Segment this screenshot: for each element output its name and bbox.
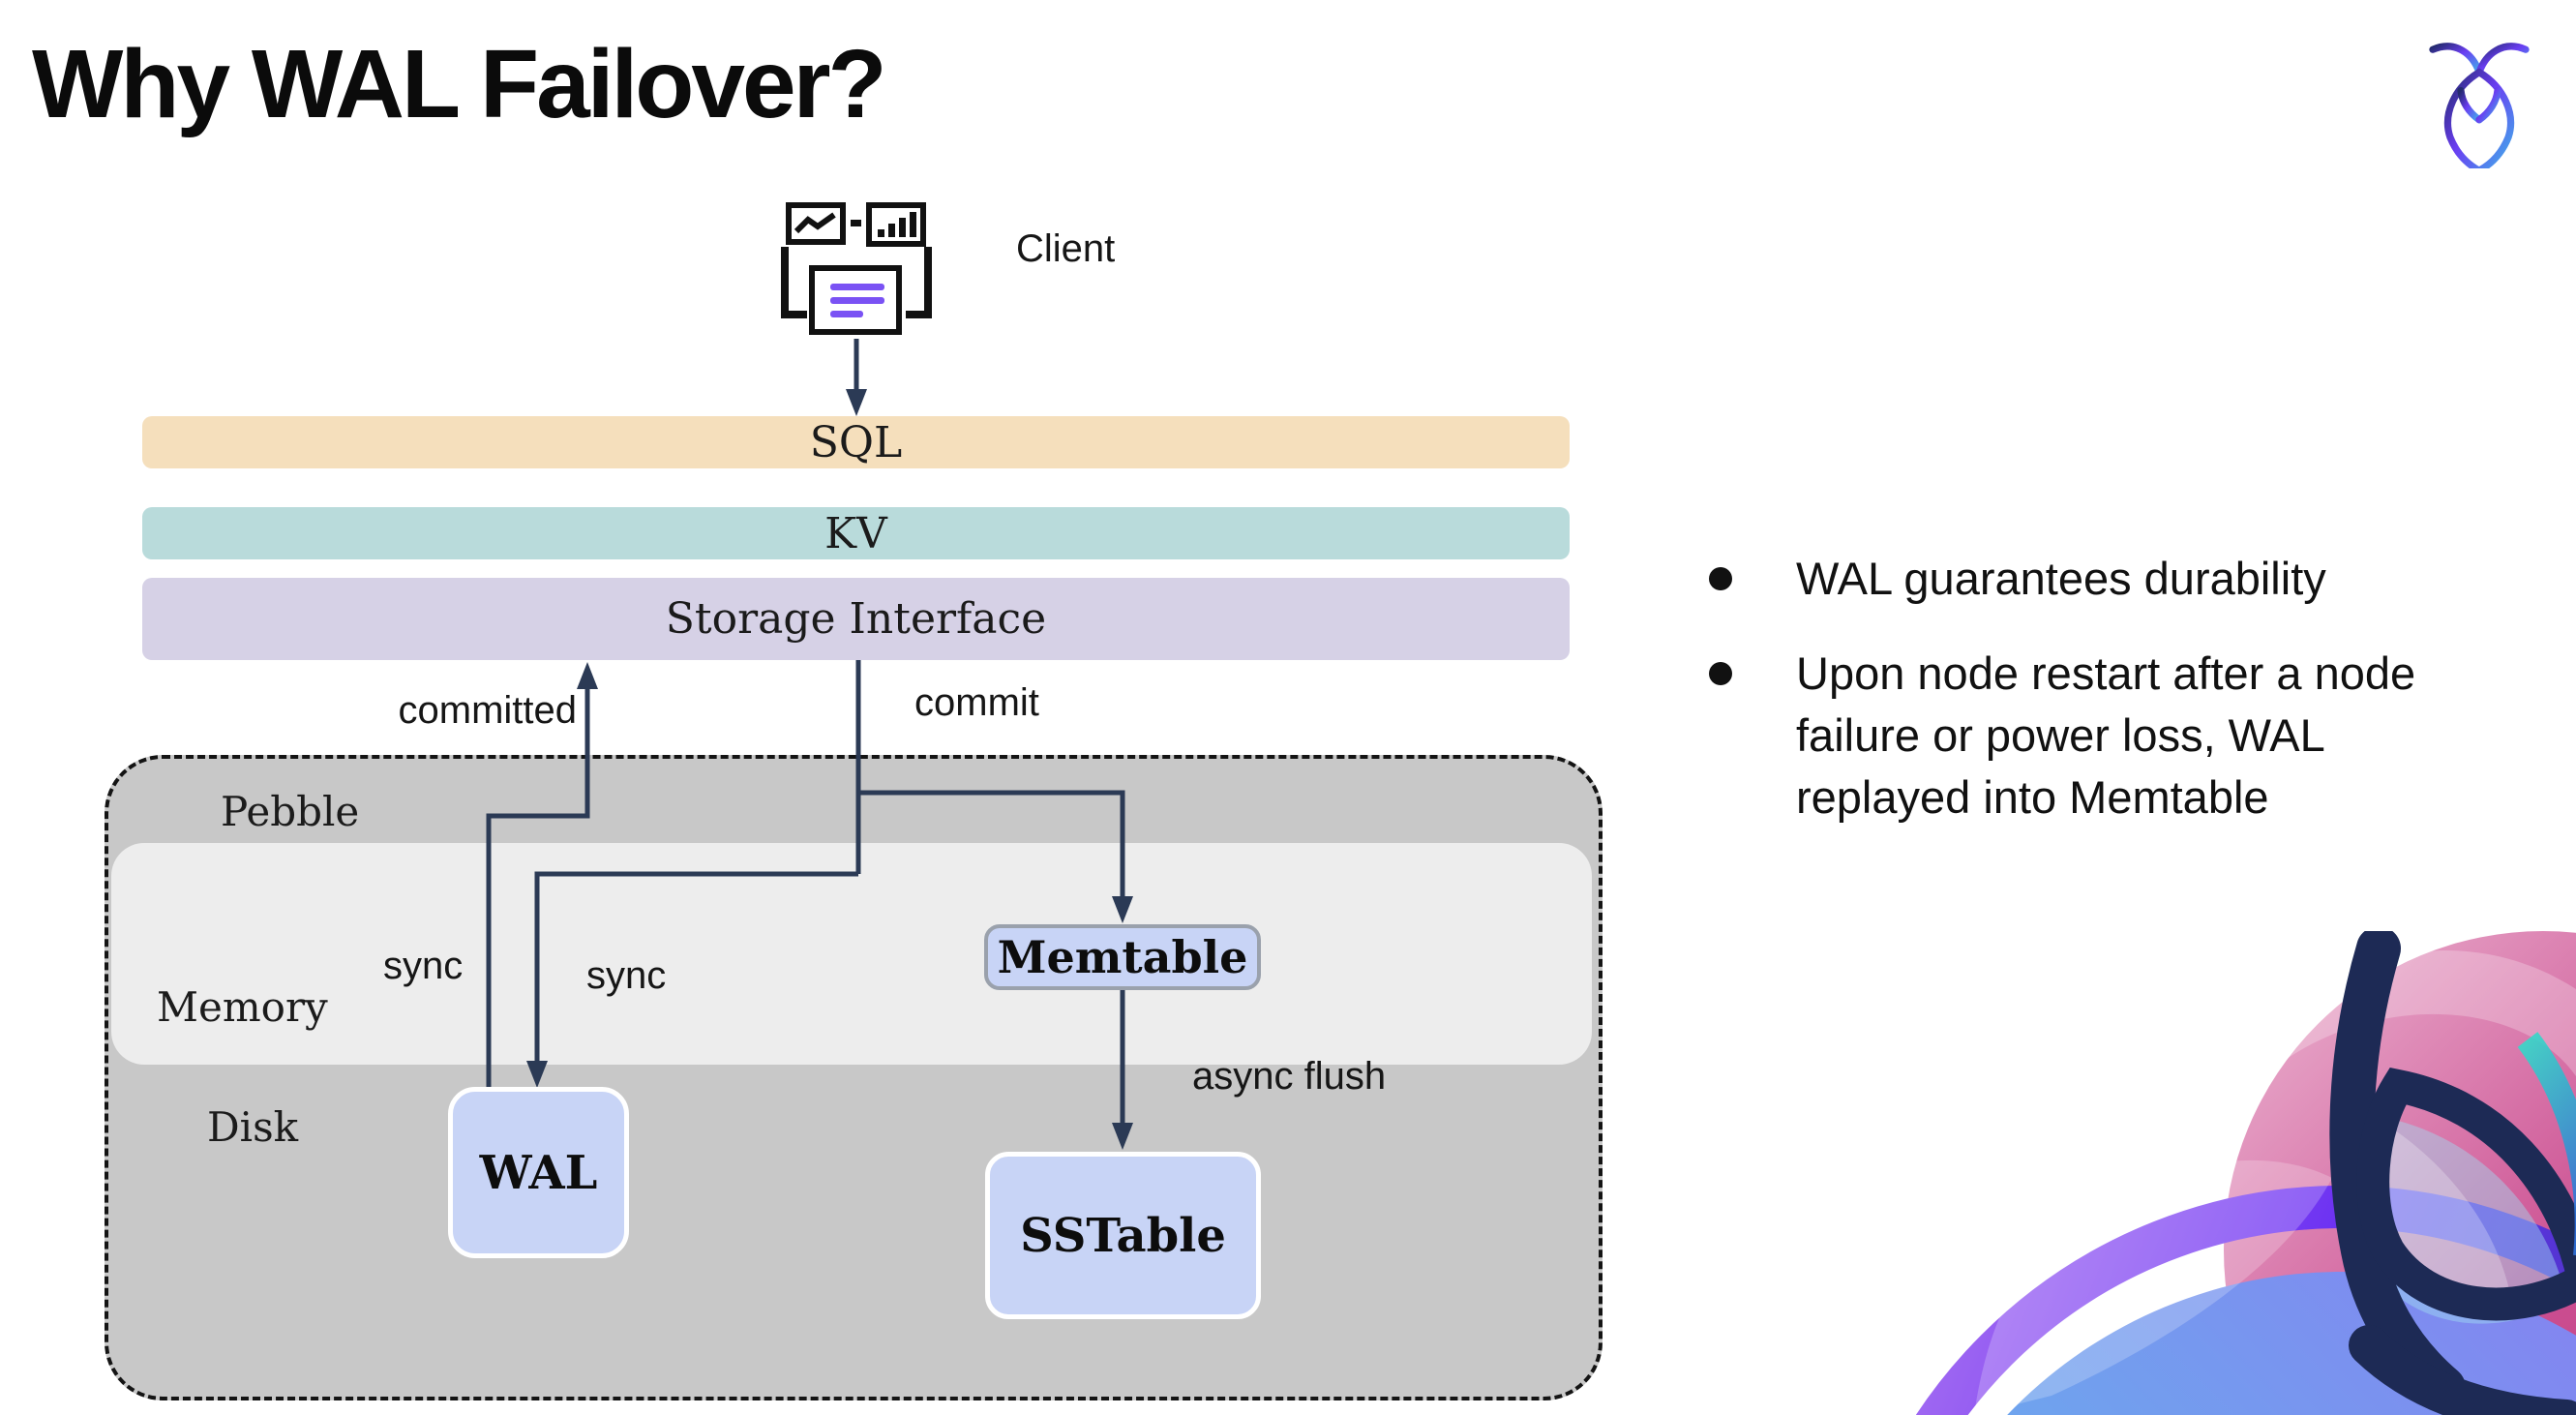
bracket-icon <box>781 247 932 318</box>
layer-bar-storage-interface: Storage Interface <box>142 578 1570 660</box>
bar-chart-icon <box>866 202 926 247</box>
memtable-label: Memtable <box>997 931 1248 983</box>
bullet-item-replay: Upon node restart after a node failure o… <box>1709 643 2483 828</box>
memory-band <box>111 843 1592 1065</box>
edge-label-sync-left: sync <box>383 945 464 987</box>
line-chart-icon <box>786 202 846 245</box>
layer-bar-kv: KV <box>142 507 1570 559</box>
bullet-item-durability: WAL guarantees durability <box>1709 548 2483 610</box>
bullet-dot <box>1709 662 1732 685</box>
layer-label-storage-interface: Storage Interface <box>665 594 1047 644</box>
brand-art <box>1916 931 2576 1415</box>
wal-box: WAL <box>448 1087 629 1258</box>
layer-label-sql: SQL <box>809 417 903 467</box>
bullet-text: Upon node restart after a node failure o… <box>1796 647 2416 823</box>
pebble-label: Pebble <box>221 788 360 835</box>
bullet-dot <box>1709 567 1732 590</box>
sstable-label: SSTable <box>1020 1208 1226 1263</box>
icon-connector-dash <box>851 220 861 226</box>
sstable-box: SSTable <box>985 1152 1261 1319</box>
bullet-text: WAL guarantees durability <box>1796 553 2326 604</box>
memtable-box: Memtable <box>984 924 1261 990</box>
edge-label-async-flush: async flush <box>1192 1055 1387 1098</box>
disk-label: Disk <box>207 1103 299 1151</box>
brand-art-graphic <box>1916 931 2576 1415</box>
client-label: Client <box>1016 227 1116 270</box>
edge-label-sync-right: sync <box>586 954 667 997</box>
page-title: Why WAL Failover? <box>32 30 887 138</box>
wal-label: WAL <box>479 1145 598 1200</box>
cockroachdb-logo-icon <box>2429 43 2530 168</box>
edge-label-committed: committed <box>398 689 578 732</box>
layer-bar-sql: SQL <box>142 416 1570 468</box>
sql-statement-icon <box>809 265 902 335</box>
layer-label-kv: KV <box>824 508 887 558</box>
memory-label: Memory <box>157 983 328 1031</box>
edge-label-commit: commit <box>914 681 1039 724</box>
